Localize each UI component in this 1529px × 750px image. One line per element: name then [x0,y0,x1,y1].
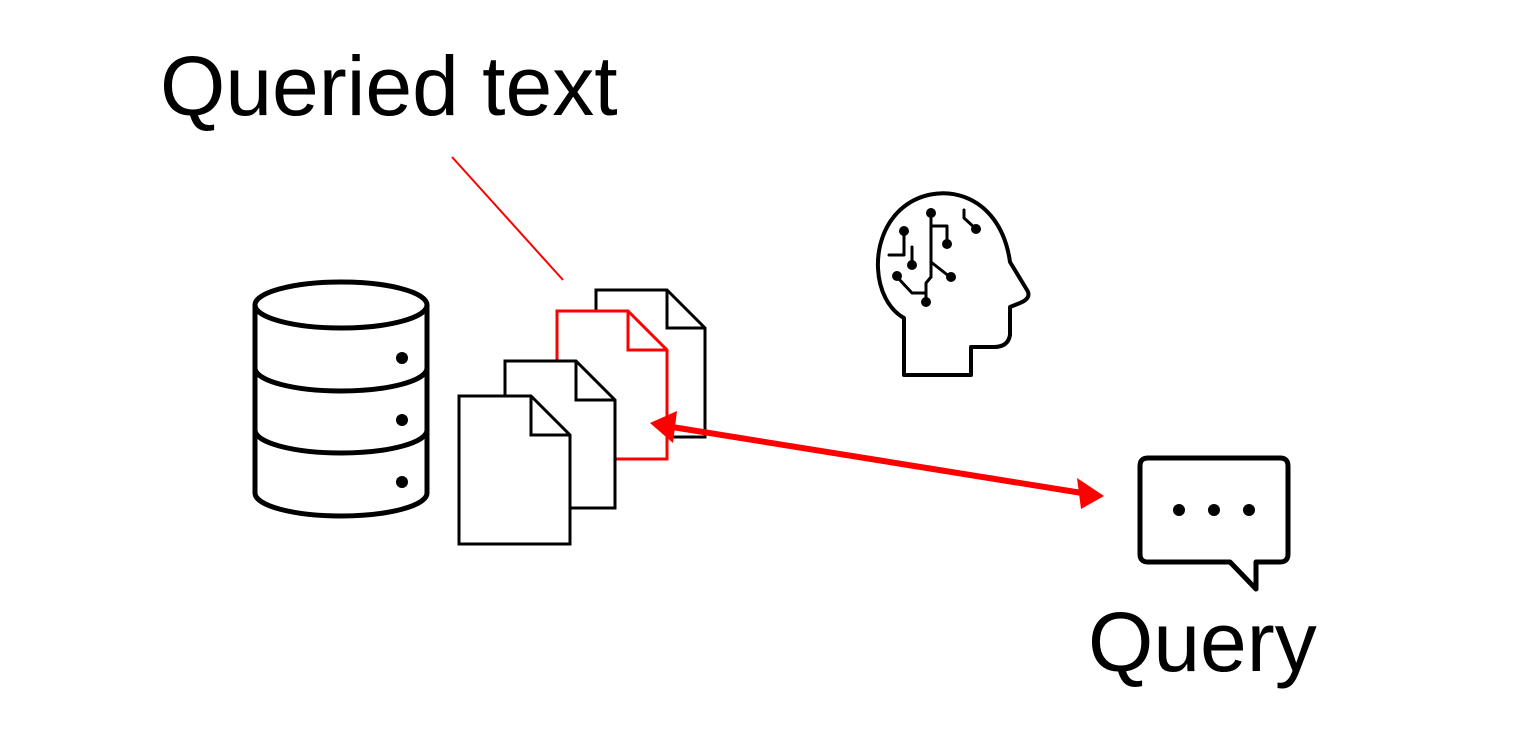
ai-brain-head-icon [876,191,1031,377]
document-stack-icon [457,288,707,546]
callout-line [451,156,564,281]
database-icon [252,279,430,519]
query-label: Query [1088,595,1317,689]
chat-bubble-icon [1137,455,1291,592]
queried-text-label: Queried text [160,39,618,133]
double-arrow [650,411,1104,509]
document-icon [457,394,572,546]
